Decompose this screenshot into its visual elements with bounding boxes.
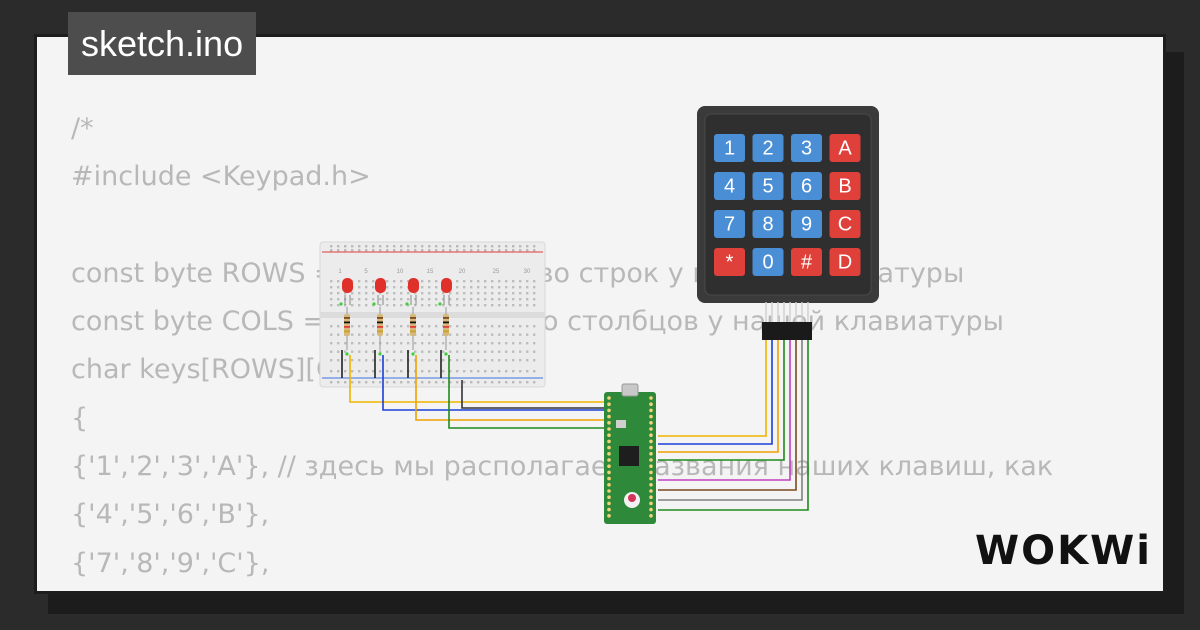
wire-led3 xyxy=(415,355,610,421)
wires xyxy=(349,338,809,511)
wire-kp3 xyxy=(658,338,779,453)
wire-kp7 xyxy=(658,338,803,501)
keypad-key[interactable]: 2 xyxy=(752,134,784,162)
keypad-key-label: D xyxy=(838,252,852,274)
keypad-key[interactable]: 0 xyxy=(752,248,784,276)
led xyxy=(408,278,419,293)
code-line: {'4','5','6','B'}, xyxy=(71,499,270,531)
wire-kp4 xyxy=(658,338,785,461)
wire-kp8 xyxy=(658,338,809,511)
code-line: /* xyxy=(71,113,94,144)
code-line: { xyxy=(71,402,89,434)
keypad-key[interactable]: B xyxy=(829,172,861,200)
keypad-key-label: 8 xyxy=(762,214,773,236)
led xyxy=(375,278,386,293)
breadboard-column-number: 20 xyxy=(459,269,466,275)
wire-kp1 xyxy=(658,338,767,437)
wire-kp6 xyxy=(658,338,797,491)
keypad-key-label: 5 xyxy=(762,176,773,198)
wire-led2 xyxy=(382,355,610,411)
breadboard-column-number: 25 xyxy=(493,269,500,275)
wire-led1 xyxy=(349,355,610,403)
wokwi-logo: WOKWi xyxy=(975,528,1152,574)
keypad-key-label: B xyxy=(838,176,851,198)
keypad-key-label: * xyxy=(726,252,734,274)
code-line: {'7','8','9','C'}, xyxy=(71,547,270,579)
keypad-key[interactable]: C xyxy=(829,210,861,238)
keypad-key-label: 4 xyxy=(724,176,735,198)
keypad-key[interactable]: A xyxy=(829,134,861,162)
keypad-key-label: 0 xyxy=(762,252,773,274)
file-title[interactable]: sketch.ino xyxy=(68,12,257,75)
breadboard-column-number: 15 xyxy=(427,269,434,275)
keypad-4x4: 1 2 3 A 4 5 6 B 7 8 9 C * 0 # D xyxy=(697,106,879,340)
code-line: {'1','2','3','A'}, // здесь мы располага… xyxy=(71,451,1054,483)
keypad-key-label: A xyxy=(838,138,852,160)
keypad-key[interactable]: # xyxy=(791,248,822,276)
keypad-key[interactable]: 7 xyxy=(714,210,745,238)
keypad-key-label: # xyxy=(801,252,813,274)
keypad-key[interactable]: 8 xyxy=(752,210,784,238)
led xyxy=(342,278,353,293)
wire-led4 xyxy=(448,355,610,429)
wire-kp5 xyxy=(658,338,791,481)
keypad-key[interactable]: 6 xyxy=(791,172,822,200)
keypad-key[interactable]: 9 xyxy=(791,210,822,238)
led xyxy=(441,278,452,293)
led-array xyxy=(339,278,452,378)
pico-board xyxy=(604,383,656,524)
breadboard-column-number: 30 xyxy=(524,269,531,275)
keypad-key-label: 3 xyxy=(801,138,812,160)
keypad-key-label: 2 xyxy=(762,138,773,160)
keypad-key-label: C xyxy=(838,214,852,236)
keypad-key[interactable]: 3 xyxy=(791,134,822,162)
keypad-key[interactable]: 4 xyxy=(714,172,745,200)
wire-kp2 xyxy=(658,338,773,445)
preview-card: /*#include <Keypad.h>const byte ROWS = 4… xyxy=(34,34,1166,594)
keypad-key-label: 6 xyxy=(801,176,812,198)
breadboard-column-number: 5 xyxy=(364,269,368,275)
keypad-key[interactable]: 5 xyxy=(752,172,784,200)
breadboard-column-number: 1 xyxy=(338,269,342,275)
keypad-key-label: 7 xyxy=(724,214,735,236)
keypad-key[interactable]: 1 xyxy=(714,134,745,162)
breadboard-column-number: 10 xyxy=(397,269,404,275)
keypad-key[interactable]: D xyxy=(829,248,861,276)
keypad-key[interactable]: * xyxy=(714,248,745,276)
wire-gnd xyxy=(461,380,610,409)
code-line: #include <Keypad.h> xyxy=(71,161,371,193)
keypad-key-label: 1 xyxy=(724,138,735,160)
keypad-key-label: 9 xyxy=(801,214,812,236)
